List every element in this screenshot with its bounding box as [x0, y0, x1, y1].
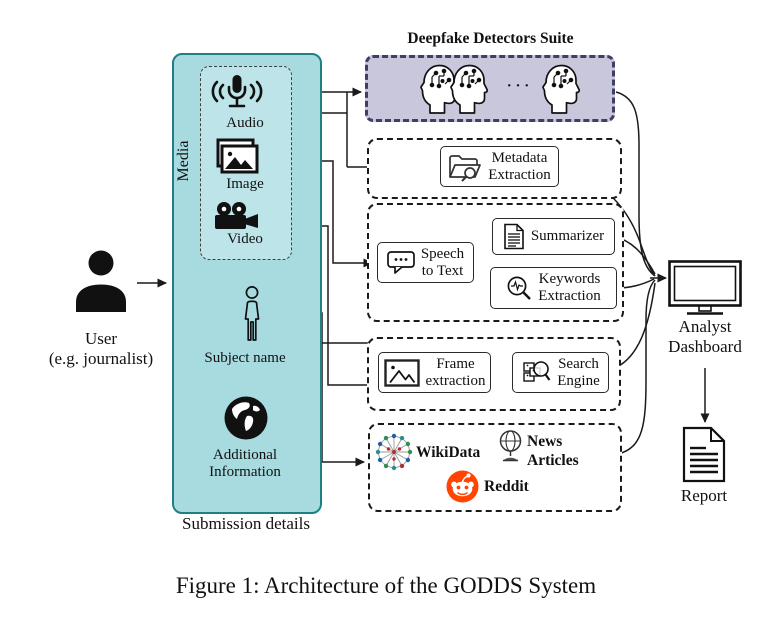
submission-caption: Submission details — [182, 514, 310, 533]
deepfake-suite-title: Deepfake Detectors Suite — [407, 30, 574, 47]
news-articles-label: News Articles — [527, 433, 579, 470]
reddit-icon — [446, 470, 479, 503]
user-label: User (e.g. journalist) — [25, 329, 177, 368]
subject-label: Subject name — [204, 350, 286, 366]
detector-ellipsis: · · · — [506, 78, 530, 94]
summarizer-node: Summarizer — [492, 218, 615, 255]
sources-container — [368, 423, 622, 512]
user-label-line1: User — [84, 329, 118, 348]
frame-icon — [383, 358, 420, 387]
additional-info-icon — [224, 396, 268, 440]
search-icon — [523, 360, 551, 382]
wikidata-label: WikiData — [416, 444, 481, 461]
video-icon — [215, 202, 258, 229]
metadata-label: Metadata Extraction — [488, 149, 551, 183]
frame-label: Frame extraction — [425, 355, 486, 389]
figure-caption: Figure 1: Architecture of the GODDS Syst… — [175, 573, 597, 598]
speech-icon — [386, 251, 415, 274]
metadata-icon — [449, 154, 482, 182]
metadata-node: Metadata Extraction — [440, 146, 559, 187]
media-group-label: Media — [175, 140, 192, 182]
summarizer-icon — [504, 223, 524, 250]
frame-extraction-node: Frame extraction — [378, 352, 491, 393]
video-label: Video — [227, 231, 263, 247]
audio-icon — [211, 75, 263, 108]
image-label: Image — [226, 176, 264, 192]
report-icon — [682, 426, 726, 483]
keywords-node: Keywords Extraction — [490, 267, 617, 309]
user-label-line2: (e.g. journalist) — [48, 348, 154, 368]
detector-head-icon — [450, 64, 488, 114]
summarizer-label: Summarizer — [530, 228, 605, 245]
search-label: Search Engine — [557, 355, 600, 389]
search-engine-node: Search Engine — [512, 352, 609, 393]
audio-label: Audio — [226, 115, 264, 131]
report-label: Report — [680, 486, 728, 505]
analyst-dashboard-icon — [668, 260, 742, 315]
user-icon — [76, 250, 126, 312]
analyst-dashboard-label: Analyst Dashboard — [668, 317, 742, 356]
news-articles-icon — [499, 430, 522, 462]
subject-icon — [244, 286, 260, 341]
keywords-label: Keywords Extraction — [538, 271, 601, 304]
wikidata-icon — [375, 433, 413, 471]
speech-label: Speech to Text — [420, 245, 465, 279]
reddit-label: Reddit — [484, 478, 529, 495]
keywords-icon — [507, 276, 532, 300]
detector-head-icon — [542, 64, 580, 114]
additional-info-label: Additional Information — [209, 447, 281, 481]
speech-to-text-node: Speech to Text — [377, 242, 474, 283]
image-icon — [216, 138, 259, 174]
